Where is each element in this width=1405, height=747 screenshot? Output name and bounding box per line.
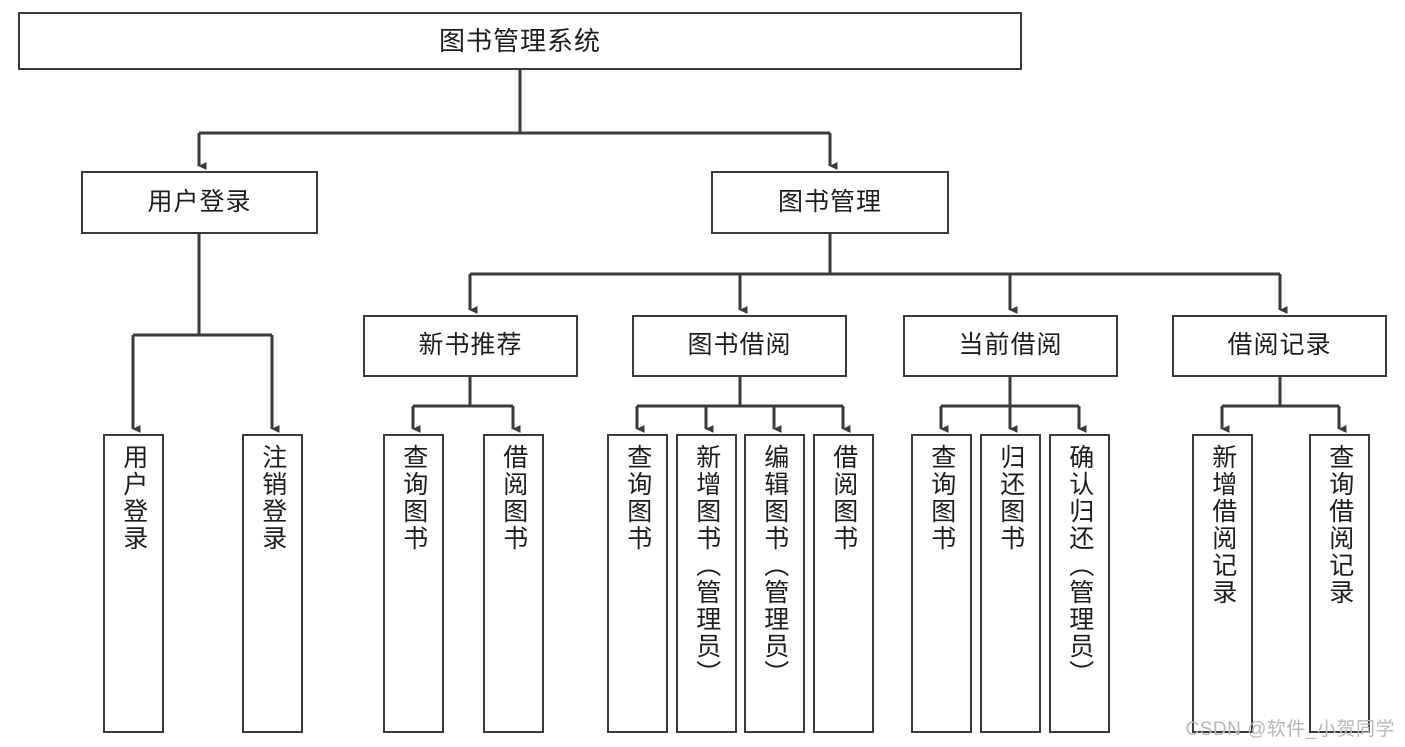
leaf-query-book-current[interactable]: 查询图书 <box>911 434 972 733</box>
node-label: 图书管理系统 <box>438 25 601 56</box>
watermark-text: CSDN @软件_小贺同学 <box>1185 719 1395 740</box>
node-borrow-record[interactable]: 借阅记录 <box>1172 315 1387 377</box>
node-label: 确认归还（管理员） <box>1065 444 1094 687</box>
node-label: 新增图书（管理员） <box>692 444 721 687</box>
node-label: 查询借阅记录 <box>1325 444 1354 606</box>
node-current-borrow[interactable]: 当前借阅 <box>903 315 1118 377</box>
leaf-add-borrow-record[interactable]: 新增借阅记录 <box>1192 434 1253 733</box>
node-label: 归还图书 <box>996 444 1025 552</box>
node-label: 图书管理 <box>777 187 882 216</box>
leaf-borrow-book[interactable]: 借阅图书 <box>813 434 874 733</box>
node-label: 新增借阅记录 <box>1208 444 1237 606</box>
node-book-borrow[interactable]: 图书借阅 <box>632 315 847 377</box>
node-label: 借阅记录 <box>1227 331 1332 360</box>
node-user-login[interactable]: 用户登录 <box>81 171 318 234</box>
node-label: 当前借阅 <box>958 331 1063 360</box>
node-new-book-recommend[interactable]: 新书推荐 <box>363 315 578 377</box>
leaf-logout[interactable]: 注销登录 <box>242 434 303 733</box>
node-book-management[interactable]: 图书管理 <box>711 171 949 234</box>
leaf-user-login[interactable]: 用户登录 <box>103 434 164 733</box>
leaf-query-book-borrow[interactable]: 查询图书 <box>607 434 668 733</box>
node-label: 查询图书 <box>623 444 652 552</box>
node-label: 新书推荐 <box>418 331 523 360</box>
leaf-edit-book-admin[interactable]: 编辑图书（管理员） <box>744 434 805 733</box>
leaf-query-borrow-record[interactable]: 查询借阅记录 <box>1309 434 1370 733</box>
node-label: 查询图书 <box>399 444 428 552</box>
leaf-return-book[interactable]: 归还图书 <box>980 434 1041 733</box>
node-label: 注销登录 <box>258 444 287 552</box>
node-root-system[interactable]: 图书管理系统 <box>18 12 1022 70</box>
node-label: 用户登录 <box>119 444 148 552</box>
leaf-confirm-return-admin[interactable]: 确认归还（管理员） <box>1049 434 1110 733</box>
node-label: 用户登录 <box>147 187 252 216</box>
leaf-add-book-admin[interactable]: 新增图书（管理员） <box>676 434 737 733</box>
node-label: 借阅图书 <box>829 444 858 552</box>
node-label: 查询图书 <box>927 444 956 552</box>
node-label: 借阅图书 <box>499 444 528 552</box>
leaf-query-book-newbook[interactable]: 查询图书 <box>383 434 444 733</box>
node-label: 图书借阅 <box>687 331 792 360</box>
node-label: 编辑图书（管理员） <box>760 444 789 687</box>
leaf-borrow-book-newbook[interactable]: 借阅图书 <box>483 434 544 733</box>
